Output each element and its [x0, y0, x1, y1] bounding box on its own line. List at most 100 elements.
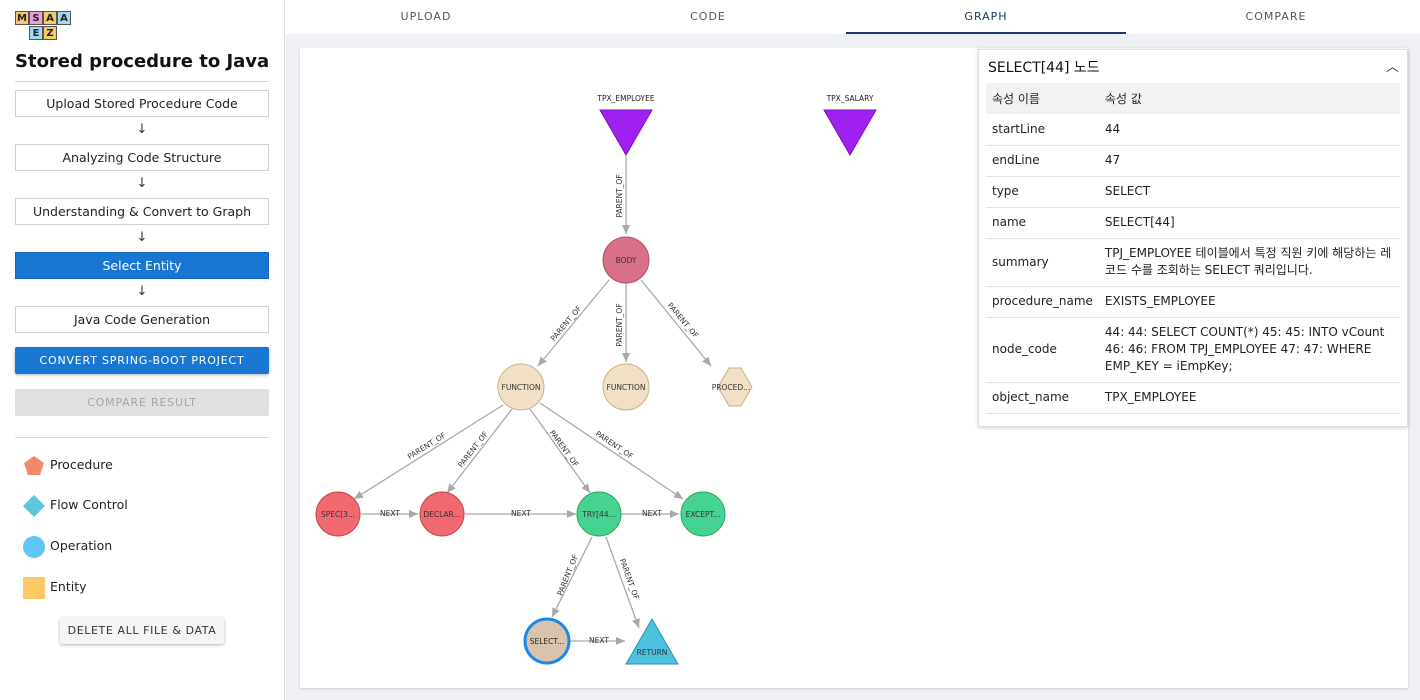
node-spec[interactable]: SPEC[3... [315, 491, 361, 537]
node-function[interactable]: FUNCTION [602, 363, 650, 411]
node-declare[interactable]: DECLAR... [419, 491, 465, 537]
legend-label: Flow Control [50, 497, 128, 512]
property-value: 44: 44: SELECT COUNT(*) 45: 45: INTO vCo… [1098, 317, 1400, 383]
step-upload[interactable]: Upload Stored Procedure Code [15, 90, 269, 117]
logo-tile: S [29, 11, 43, 25]
edge-label: PARENT_OF [549, 304, 584, 343]
legend-flow-control: Flow Control [22, 494, 128, 518]
chevron-up-icon[interactable]: ︿ [1385, 60, 1399, 75]
legend-label: Procedure [50, 457, 113, 472]
node-body[interactable]: BODY [602, 236, 650, 284]
logo-tile: Z [43, 26, 57, 40]
property-value: TPX_EMPLOYEE [1098, 382, 1400, 414]
step-select-entity[interactable]: Select Entity [15, 252, 269, 279]
edge-label: NEXT [380, 509, 400, 518]
property-value: SELECT [1098, 176, 1400, 208]
property-value: EXISTS_EMPLOYEE [1098, 286, 1400, 318]
arrow-down-icon: ↓ [136, 122, 148, 137]
edge-label: PARENT_OF [456, 430, 490, 470]
logo-tile: E [29, 26, 43, 40]
table-row: name SELECT[44] [986, 207, 1400, 239]
logo-tile: A [57, 11, 71, 25]
square-icon [23, 577, 45, 599]
tab-code[interactable]: CODE [690, 10, 726, 23]
edge-parent-of[interactable] [605, 536, 640, 629]
legend-entity: Entity [22, 576, 87, 600]
tab-bar: UPLOAD CODE GRAPH COMPARE [286, 0, 1420, 34]
table-row: type SELECT [986, 176, 1400, 208]
step-java-generation[interactable]: Java Code Generation [15, 306, 269, 333]
edge-label: PARENT_OF [555, 553, 580, 597]
property-value: 44 [1098, 114, 1400, 146]
node-label: RETURN [637, 648, 668, 657]
table-row: procedure_name EXISTS_EMPLOYEE [986, 286, 1400, 318]
edge-label: PARENT_OF [594, 429, 635, 461]
circle-icon [23, 536, 45, 558]
edge-parent-of[interactable] [537, 279, 610, 367]
property-value: SELECT[44] [1098, 207, 1400, 239]
properties-table: 속성 이름 속성 값 startLine 44 endLine 47 type … [986, 83, 1400, 414]
edge-parent-of[interactable] [539, 402, 684, 500]
edge-parent-of[interactable] [529, 408, 591, 494]
table-row: summary TPJ_EMPLOYEE 테이블에서 특정 직원 키에 해당하는… [986, 238, 1400, 287]
node-tpx-employee[interactable]: TPX_EMPLOYEE [596, 94, 655, 156]
tab-graph[interactable]: GRAPH [846, 0, 1126, 34]
edge-label: PARENT_OF [406, 431, 447, 462]
logo-tile: M [15, 11, 29, 25]
node-procedure[interactable]: PROCED... [712, 367, 753, 407]
property-key: startLine [986, 114, 1099, 146]
graph-svg[interactable]: PARENT_OF PARENT_OF PARENT_OF PARENT_OF … [300, 48, 1408, 688]
node-exception[interactable]: EXCEPT... [680, 491, 726, 537]
node-label: SELECT... [530, 637, 565, 646]
msaez-logo[interactable]: M S A A E Z [15, 11, 75, 43]
edge-label: NEXT [511, 509, 531, 518]
edge-label: PARENT_OF [615, 174, 624, 217]
edge-parent-of[interactable] [551, 536, 593, 618]
tab-upload[interactable]: UPLOAD [400, 10, 452, 23]
node-label: BODY [616, 256, 637, 265]
node-return[interactable]: RETURN [625, 618, 679, 665]
header-property-name: 속성 이름 [986, 83, 1099, 114]
edge-parent-of[interactable] [446, 408, 513, 494]
edge-parent-of[interactable] [640, 279, 712, 367]
node-label: FUNCTION [502, 383, 541, 392]
pentagon-icon [24, 456, 44, 475]
property-key: summary [986, 238, 1099, 287]
arrow-down-icon: ↓ [136, 176, 148, 191]
edge-label: PARENT_OF [548, 428, 581, 468]
node-try[interactable]: TRY[44... [576, 491, 622, 537]
edge-label: NEXT [642, 509, 662, 518]
panel-title: SELECT[44] 노드 [988, 60, 1100, 76]
divider [15, 437, 269, 438]
delete-all-button[interactable]: DELETE ALL FILE & DATA [60, 618, 224, 644]
tab-compare[interactable]: COMPARE [1245, 10, 1307, 23]
step-analyze[interactable]: Analyzing Code Structure [15, 144, 269, 171]
property-key: endLine [986, 145, 1099, 177]
node-properties-panel: SELECT[44] 노드 ︿ 속성 이름 속성 값 startLine 44 … [978, 49, 1408, 427]
node-function[interactable]: FUNCTION [497, 363, 545, 411]
node-label: DECLAR... [423, 510, 460, 519]
convert-spring-boot-button[interactable]: CONVERT SPRING-BOOT PROJECT [15, 347, 269, 374]
diamond-icon [23, 495, 45, 517]
property-key: node_code [986, 317, 1099, 383]
node-label: FUNCTION [607, 383, 646, 392]
node-label: TPX_SALARY [826, 94, 874, 103]
node-tpx-salary[interactable]: TPX_SALARY [823, 94, 877, 156]
property-key: object_name [986, 382, 1099, 414]
arrow-down-icon: ↓ [136, 230, 148, 245]
node-select-selected[interactable]: SELECT... [523, 617, 571, 665]
app-title: Stored procedure to Java [15, 51, 270, 72]
property-key: procedure_name [986, 286, 1099, 318]
legend-operation: Operation [22, 535, 112, 559]
edge-label: PARENT_OF [615, 303, 624, 346]
property-key: type [986, 176, 1099, 208]
step-convert-graph[interactable]: Understanding & Convert to Graph [15, 198, 269, 225]
header-property-value: 속성 값 [1098, 83, 1400, 114]
compare-result-button[interactable]: COMPARE RESULT [15, 389, 269, 416]
edge-label: NEXT [589, 636, 609, 645]
property-value: 47 [1098, 145, 1400, 177]
legend-procedure: Procedure [22, 454, 113, 478]
node-label: SPEC[3... [321, 510, 355, 519]
arrow-down-icon: ↓ [136, 284, 148, 299]
edge-parent-of[interactable] [353, 404, 504, 500]
